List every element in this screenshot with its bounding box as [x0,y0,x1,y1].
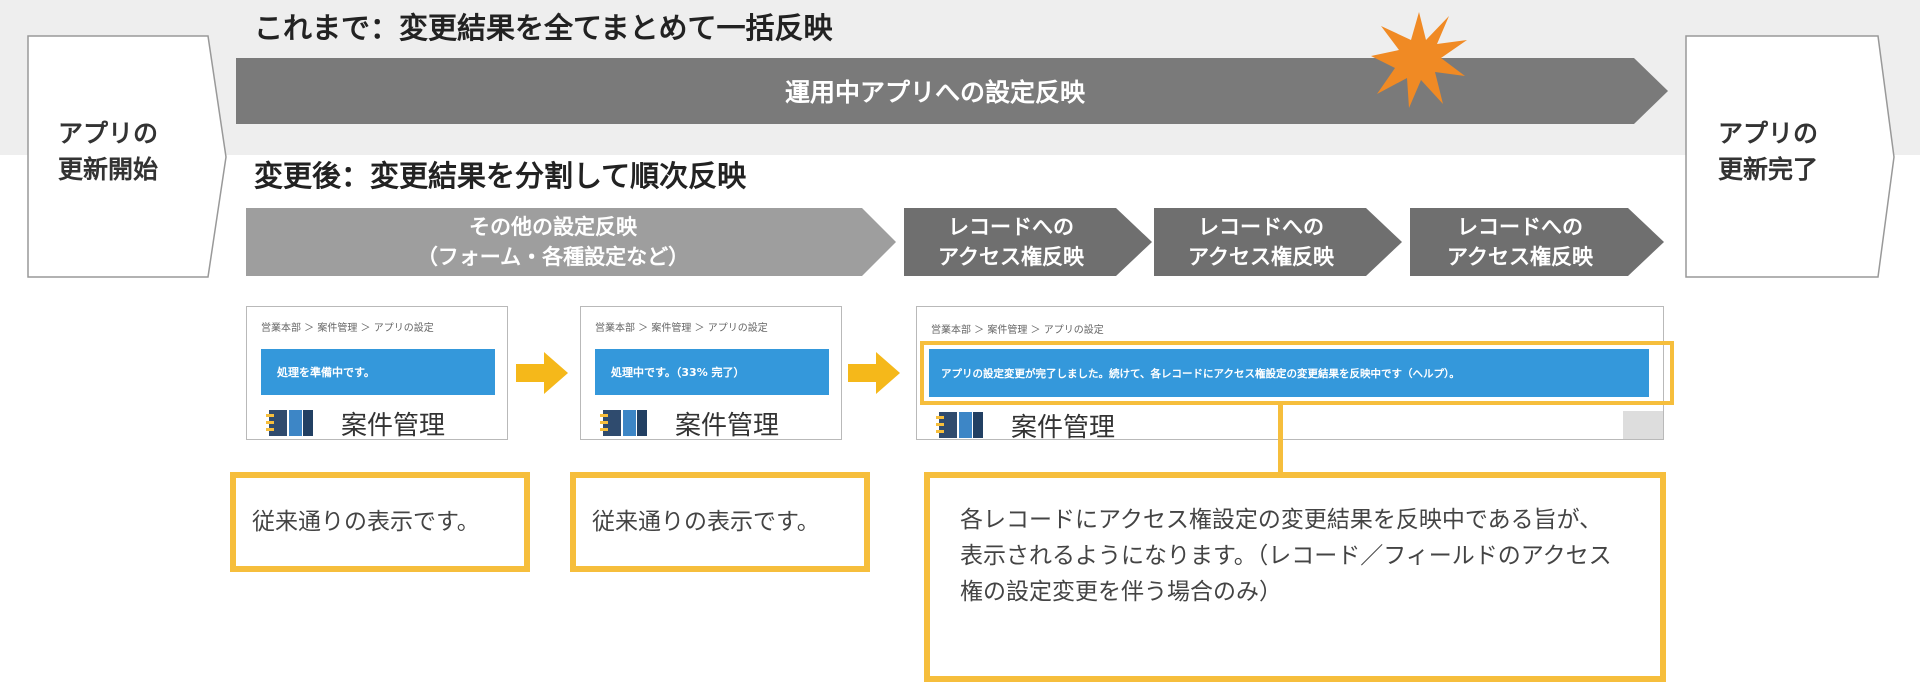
notebook-app-icon [936,412,983,438]
status-message-bar: アプリの設定変更が完了しました。続けて、各レコードにアクセス権設定の変更結果を反… [929,349,1649,397]
step-access-1-label: レコードへの アクセス権反映 [938,215,1084,269]
step-access-2 [1154,208,1402,276]
highlight-connector [1278,404,1283,474]
step-access-2-label: レコードへの アクセス権反映 [1188,215,1334,269]
right-arrow-icon [848,352,900,394]
start-label: アプリの 更新開始 [58,119,159,184]
explosion-burst-icon [1371,12,1467,108]
step-access-3-label: レコードへの アクセス権反映 [1447,215,1593,269]
notebook-app-icon [600,410,647,436]
step-access-3 [1410,208,1664,276]
caption-reflecting-access: 各レコードにアクセス権設定の変更結果を反映中である旨が、 表示されるようになりま… [924,472,1666,682]
end-label: アプリの 更新完了 [1718,119,1819,184]
step-access-1 [904,208,1152,276]
app-name: 案件管理 [341,411,446,440]
screen-reflecting-access: 営業本部 ＞ 案件管理 ＞ アプリの設定 アプリの設定変更が完了しました。続けて… [916,306,1664,440]
after-heading: 変更後：変更結果を分割して順次反映 [254,159,747,193]
breadcrumb: 営業本部 ＞ 案件管理 ＞ アプリの設定 [595,323,768,334]
screen-preparing: 営業本部 ＞ 案件管理 ＞ アプリの設定 処理を準備中です。 案件管理 [246,306,508,440]
before-arrow-label: 運用中アプリへの設定反映 [784,78,1085,107]
step-other-settings [246,208,896,276]
breadcrumb: 営業本部 ＞ 案件管理 ＞ アプリの設定 [931,325,1104,336]
caption-processing: 従来通りの表示です。 [570,472,870,572]
scroll-area [1623,411,1663,439]
status-message-bar: 処理を準備中です。 [261,349,495,395]
before-heading: これまで：変更結果を全てまとめて一括反映 [254,11,833,45]
app-name: 案件管理 [1011,413,1116,440]
step-other-settings-label: その他の設定反映 （フォーム・各種設定など） [416,215,690,269]
caption-preparing: 従来通りの表示です。 [230,472,530,572]
right-arrow-icon [516,352,568,394]
screen-processing: 営業本部 ＞ 案件管理 ＞ アプリの設定 処理中です。（33% 完了） 案件管理 [580,306,842,440]
end-chevron [1685,35,1895,278]
start-chevron [27,35,227,278]
status-message-bar: 処理中です。（33% 完了） [595,349,829,395]
message-highlight [920,341,1674,405]
breadcrumb: 営業本部 ＞ 案件管理 ＞ アプリの設定 [261,323,434,334]
notebook-app-icon [266,410,313,436]
before-arrow [236,58,1668,124]
app-name: 案件管理 [675,411,780,440]
